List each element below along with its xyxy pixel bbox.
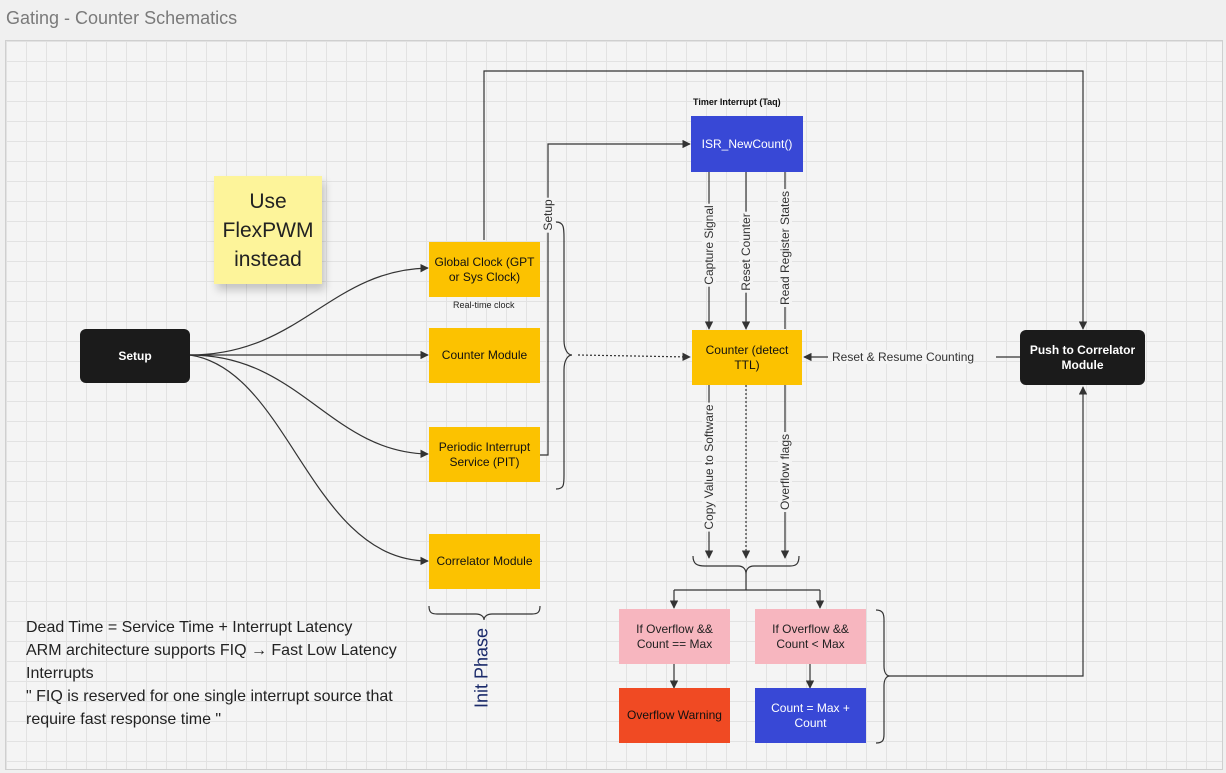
- setup-vertical-label: Setup: [541, 197, 555, 233]
- copy-value-label: Copy Value to Software: [702, 402, 716, 532]
- init-phase-label: Init Phase: [471, 627, 492, 709]
- sticky-note[interactable]: Use FlexPWM instead: [214, 176, 322, 284]
- overflow-flags-label: Overflow flags: [778, 431, 792, 513]
- global-clock-node[interactable]: Global Clock (GPT or Sys Clock): [429, 242, 540, 297]
- read-register-label: Read Register States: [778, 188, 792, 308]
- timer-interrupt-label: Timer Interrupt (Taq): [693, 97, 781, 107]
- realtime-clock-label: Real-time clock: [453, 300, 515, 310]
- reset-resume-label: Reset & Resume Counting: [832, 350, 975, 364]
- counter-node[interactable]: Counter (detect TTL): [692, 330, 802, 385]
- overflow-warning-node[interactable]: Overflow Warning: [619, 688, 730, 743]
- reset-counter-label: Reset Counter: [739, 211, 753, 293]
- setup-node[interactable]: Setup: [80, 329, 190, 383]
- dead-time-note[interactable]: Dead Time = Service Time + Interrupt Lat…: [26, 619, 397, 728]
- count-set-node[interactable]: Count = Max + Count: [755, 688, 866, 743]
- counter-module-node[interactable]: Counter Module: [429, 328, 540, 383]
- isr-node[interactable]: ISR_NewCount(): [691, 116, 803, 172]
- page-title: Gating - Counter Schematics: [6, 8, 238, 28]
- if-overflow-lt-node[interactable]: If Overflow && Count < Max: [755, 609, 866, 664]
- if-overflow-eq-node[interactable]: If Overflow && Count == Max: [619, 609, 730, 664]
- correlator-module-node[interactable]: Correlator Module: [429, 534, 540, 589]
- pit-node[interactable]: Periodic Interrupt Service (PIT): [429, 427, 540, 482]
- capture-signal-label: Capture Signal: [702, 203, 716, 287]
- push-correlator-node[interactable]: Push to Correlator Module: [1020, 330, 1145, 385]
- canvas-board[interactable]: [5, 40, 1223, 770]
